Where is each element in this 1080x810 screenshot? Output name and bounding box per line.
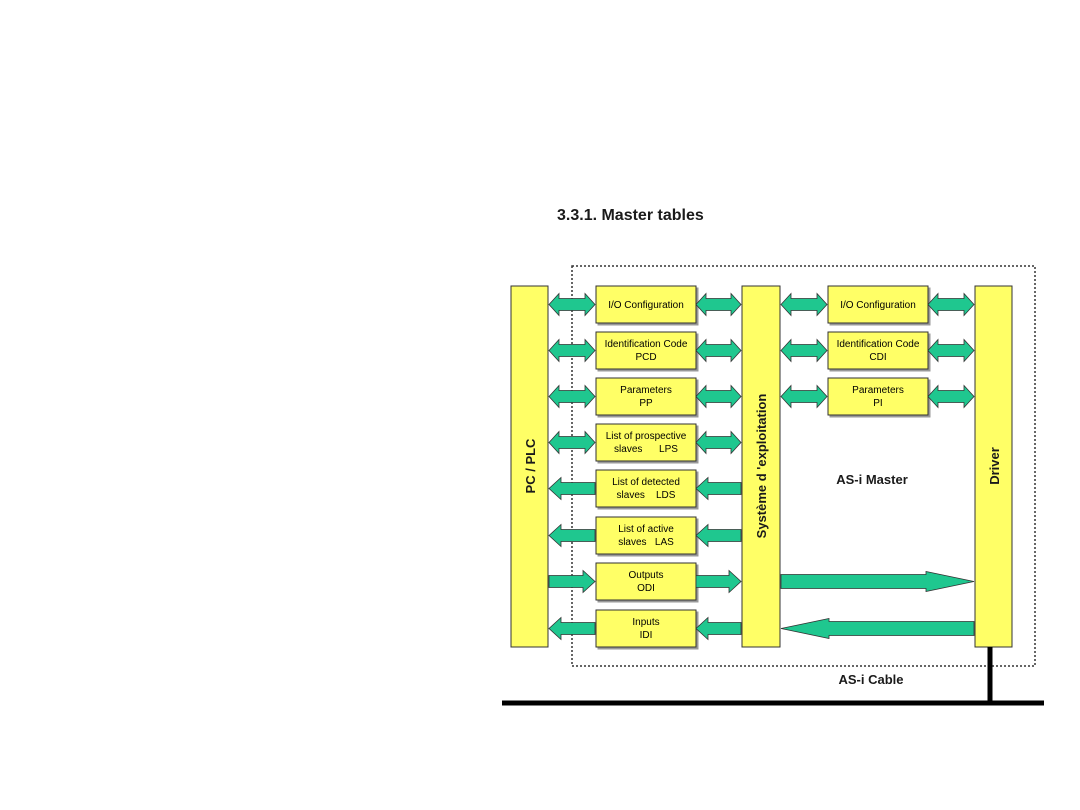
systeme-to-right-table-arrow: [780, 292, 828, 317]
left-table-0: I/O Configuration: [595, 285, 697, 324]
left-table-box: [595, 423, 697, 462]
left-table-box: [595, 609, 697, 648]
right-table-code: PI: [873, 398, 882, 409]
left-table-box: [595, 377, 697, 416]
table-to-pc-arrow: [548, 476, 596, 501]
as-i-master-boundary: [571, 265, 1036, 667]
systeme-bar: [741, 285, 781, 648]
systeme-to-driver-long-arrow: [780, 571, 975, 592]
left-table-code: slaves LDS: [617, 490, 676, 501]
as-i-cable-label: AS-i Cable: [838, 672, 903, 687]
left-table-title: List of prospective: [606, 431, 687, 442]
table-to-systeme-arrow: [695, 338, 742, 363]
systeme-to-right-table-arrow: [780, 384, 828, 409]
left-table-code: PCD: [635, 352, 656, 363]
data-flow-arrows: [548, 292, 975, 641]
right-table-title: I/O Configuration: [840, 300, 916, 311]
left-table-code: slaves LAS: [618, 537, 674, 548]
systeme-to-right-table-arrow: [780, 338, 828, 363]
right-table-0: I/O Configuration: [827, 285, 929, 324]
left-table-title: Identification Code: [605, 339, 688, 350]
right-table-box: [827, 285, 929, 324]
left-table-title: List of active: [618, 524, 674, 535]
left-table-box: [595, 469, 697, 508]
systeme-to-table-arrow: [695, 476, 742, 501]
outputs-to-systeme-arrow: [695, 569, 742, 594]
right-table-to-driver-arrow: [927, 292, 975, 317]
page-title: 3.3.1. Master tables: [557, 207, 704, 224]
pc-plc-bar: [510, 285, 549, 648]
left-table-title: Inputs: [632, 617, 659, 628]
driver-label: Driver: [987, 447, 1002, 485]
left-table-box: [595, 562, 697, 601]
left-table-code: PP: [639, 398, 653, 409]
left-table-code: ODI: [637, 583, 655, 594]
table-to-pc-arrow: [548, 523, 596, 548]
left-table-code: IDI: [640, 630, 653, 641]
systeme-to-table-arrow: [695, 616, 742, 641]
pc-to-table-arrow: [548, 384, 596, 409]
left-table-4: List of detected slaves LDS: [595, 469, 697, 508]
right-table-to-driver-arrow: [927, 384, 975, 409]
pc-to-table-arrow: [548, 430, 596, 455]
left-table-title: Outputs: [628, 570, 663, 581]
as-i-master-label: AS-i Master: [836, 472, 908, 487]
pc-to-table-arrow: [548, 292, 596, 317]
driver-to-systeme-long-arrow: [780, 618, 975, 639]
right-table-box: [827, 377, 929, 416]
right-table-to-driver-arrow: [927, 338, 975, 363]
right-table-code: CDI: [869, 352, 886, 363]
right-table-title: Parameters: [852, 385, 904, 396]
pc-to-table-arrow: [548, 338, 596, 363]
left-table-title: List of detected: [612, 477, 680, 488]
pc-to-outputs-arrow: [548, 569, 596, 594]
left-table-3: List of prospective slaves LPS: [595, 423, 697, 462]
left-table-code: slaves LPS: [614, 444, 678, 455]
left-table-box: [595, 516, 697, 555]
left-table-5: List of active slaves LAS: [595, 516, 697, 555]
table-to-systeme-arrow: [695, 292, 742, 317]
left-table-box: [595, 331, 697, 370]
right-table-box: [827, 331, 929, 370]
systeme-to-table-arrow: [695, 523, 742, 548]
systeme-label: Système d 'exploitation: [754, 394, 769, 539]
table-to-systeme-arrow: [695, 430, 742, 455]
right-table-title: Identification Code: [837, 339, 920, 350]
left-table-title: I/O Configuration: [608, 300, 684, 311]
table-to-pc-arrow: [548, 616, 596, 641]
driver-bar: [974, 285, 1013, 648]
left-table-title: Parameters: [620, 385, 672, 396]
table-to-systeme-arrow: [695, 384, 742, 409]
pc-plc-label: PC / PLC: [523, 438, 538, 494]
